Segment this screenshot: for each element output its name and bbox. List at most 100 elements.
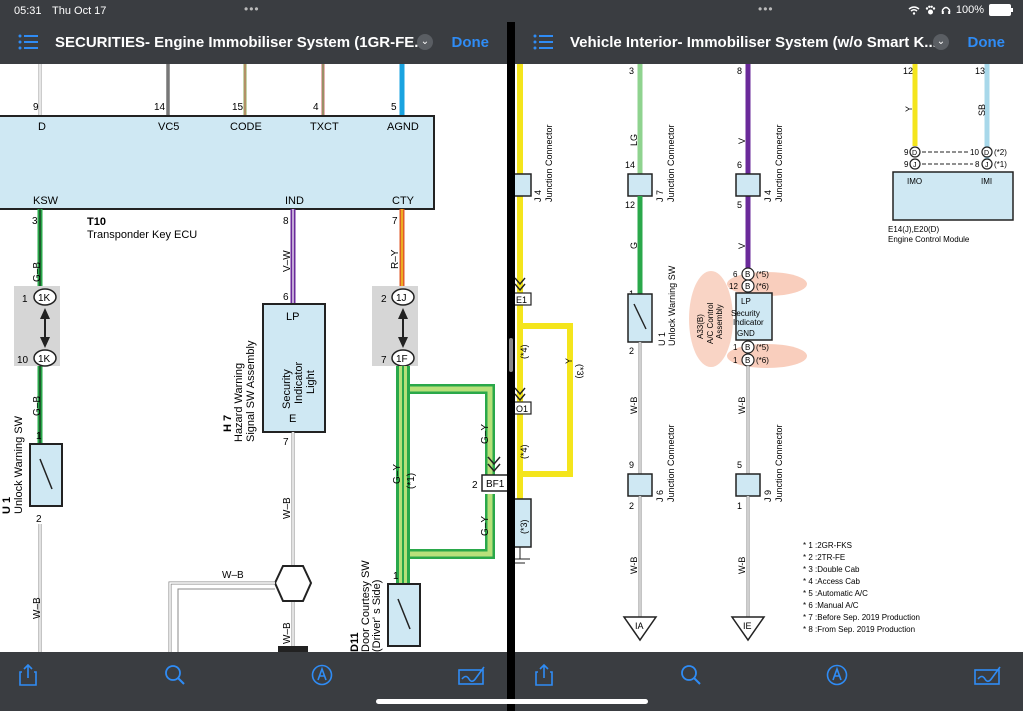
signature-icon[interactable]	[974, 664, 1002, 686]
svg-text:8: 8	[975, 160, 980, 169]
ecu-id: T10	[87, 216, 106, 228]
right-multitask-dots[interactable]: •••	[758, 2, 774, 16]
right-wiring-diagram[interactable]: J 4 Junction Connector E1 (*4) Y (*3) O1…	[515, 64, 1023, 652]
home-indicator[interactable]	[376, 699, 648, 704]
right-done-button[interactable]: Done	[967, 34, 1006, 51]
status-date: Thu Oct 17	[52, 5, 107, 17]
svg-text:W–B: W–B	[282, 622, 293, 644]
svg-text:G–Y: G–Y	[392, 464, 403, 484]
svg-text:6: 6	[733, 270, 738, 279]
wire-label: G–B	[32, 396, 43, 416]
chevron-down-icon[interactable]: ⌄	[417, 34, 433, 50]
svg-text:W–B: W–B	[282, 497, 293, 519]
svg-text:J 6: J 6	[655, 490, 665, 502]
engine-control-module-box	[892, 171, 1014, 221]
chevron-down-icon[interactable]: ⌄	[933, 34, 949, 50]
svg-text:W-B: W-B	[629, 557, 639, 574]
svg-text:7: 7	[381, 355, 387, 366]
svg-text:(*1): (*1)	[406, 473, 417, 489]
svg-text:7: 7	[283, 437, 289, 448]
svg-text:12: 12	[903, 66, 913, 76]
svg-text:(*3): (*3)	[575, 364, 585, 379]
battery-icon	[989, 4, 1013, 16]
svg-text:7: 7	[392, 216, 398, 227]
ecu-terminal-label: IND	[285, 195, 304, 207]
ground-ia	[622, 616, 658, 642]
status-bar: 05:31 Thu Oct 17 ••• ••• 100%	[0, 0, 1023, 22]
svg-text:(*6): (*6)	[756, 282, 769, 291]
svg-text:Engine Control Module: Engine Control Module	[888, 235, 970, 244]
svg-text:5: 5	[737, 460, 742, 470]
share-icon[interactable]	[534, 664, 554, 686]
list-icon[interactable]	[533, 34, 553, 50]
headphones-icon	[941, 6, 951, 14]
svg-text:J 7: J 7	[655, 190, 665, 202]
svg-text:1: 1	[393, 571, 399, 582]
left-wiring-diagram[interactable]: 9 14 15 4 5 D VC5 CODE TXCT AGND KSW IND…	[0, 64, 507, 652]
svg-text:LP: LP	[741, 297, 751, 306]
split-view-handle[interactable]	[509, 338, 513, 372]
svg-text:J 4: J 4	[763, 190, 773, 202]
svg-text:2: 2	[629, 501, 634, 511]
svg-text:2: 2	[629, 346, 634, 356]
left-done-button[interactable]: Done	[451, 34, 490, 51]
svg-text:Door Courtesy SW: Door Courtesy SW	[360, 560, 372, 652]
svg-text:* 4 :Access Cab: * 4 :Access Cab	[803, 577, 860, 586]
list-icon[interactable]	[18, 34, 38, 50]
markup-icon[interactable]	[826, 664, 848, 686]
svg-text:D11: D11	[349, 632, 361, 652]
svg-text:6: 6	[737, 160, 742, 170]
status-time: 05:31	[14, 5, 42, 17]
share-icon[interactable]	[18, 664, 38, 686]
pin-label: 5	[391, 102, 397, 113]
svg-text:* 8 :From Sep. 2019 Production: * 8 :From Sep. 2019 Production	[803, 625, 915, 634]
ecu-terminal-label: D	[38, 121, 46, 133]
svg-text:8: 8	[283, 216, 289, 227]
left-multitask-dots[interactable]: •••	[244, 2, 260, 16]
svg-text:3: 3	[629, 66, 634, 76]
svg-text:IE: IE	[743, 621, 752, 631]
svg-text:* 3 :Double Cab: * 3 :Double Cab	[803, 565, 860, 574]
svg-text:5: 5	[737, 200, 742, 210]
svg-text:1J: 1J	[396, 293, 407, 304]
svg-text:2: 2	[381, 294, 387, 305]
svg-text:10: 10	[970, 148, 979, 157]
svg-text:GND: GND	[737, 329, 755, 338]
ecu-terminal-label: VC5	[158, 121, 179, 133]
split-view-divider[interactable]	[507, 22, 515, 711]
svg-text:3: 3	[32, 216, 38, 227]
svg-text:1K: 1K	[38, 354, 51, 365]
svg-text:Assembly: Assembly	[715, 304, 724, 339]
svg-text:Indicator: Indicator	[733, 318, 764, 327]
svg-text:A33(B): A33(B)	[696, 314, 705, 339]
svg-text:(*4): (*4)	[519, 344, 529, 359]
wire-label: G–B	[32, 262, 43, 282]
hazard-warning-switch-box	[262, 303, 326, 433]
junction-connector-j6	[627, 473, 653, 497]
junction-connector-j7	[627, 173, 653, 197]
svg-text:J: J	[985, 162, 989, 169]
svg-text:1: 1	[36, 431, 42, 442]
svg-text:J 4: J 4	[533, 190, 543, 202]
unlock-warning-switch	[627, 293, 653, 343]
svg-text:V: V	[737, 138, 747, 144]
svg-text:BF1: BF1	[486, 479, 505, 490]
markup-icon[interactable]	[311, 664, 333, 686]
svg-text:* 6 :Manual A/C: * 6 :Manual A/C	[803, 601, 859, 610]
signature-icon[interactable]	[458, 664, 486, 686]
svg-text:B: B	[745, 270, 750, 279]
svg-text:Unlock Warning SW: Unlock Warning SW	[13, 415, 25, 514]
svg-text:W-B: W-B	[737, 557, 747, 574]
junction-connector-j9	[735, 473, 761, 497]
svg-text:13: 13	[975, 66, 985, 76]
search-icon[interactable]	[680, 664, 702, 686]
svg-text:* 1 :2GR-FKS: * 1 :2GR-FKS	[803, 541, 852, 550]
svg-text:Junction Connector: Junction Connector	[666, 424, 676, 502]
svg-text:B: B	[745, 343, 750, 352]
search-icon[interactable]	[164, 664, 186, 686]
svg-text:6: 6	[283, 292, 289, 303]
svg-text:IA: IA	[635, 621, 644, 631]
svg-text:Light: Light	[305, 370, 317, 394]
svg-text:Security: Security	[731, 309, 760, 318]
svg-text:(Driver' s Side): (Driver' s Side)	[371, 580, 383, 652]
